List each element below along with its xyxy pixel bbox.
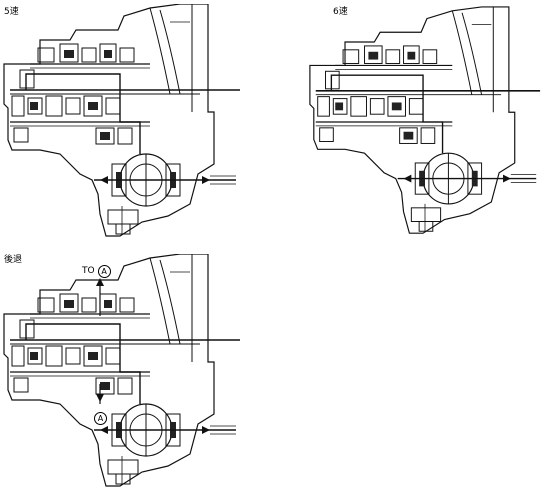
diagram-5th-gear bbox=[0, 4, 244, 240]
panel-label-5th: 5速 bbox=[4, 7, 19, 17]
panel-label-reverse: 後退 bbox=[4, 255, 23, 265]
to-a-annotation: TO A bbox=[82, 265, 111, 278]
diagram-6th-gear bbox=[306, 4, 544, 240]
arrow-down-icon bbox=[96, 394, 104, 402]
circle-a-letter: A bbox=[101, 266, 107, 276]
circle-a-icon: A bbox=[97, 265, 111, 278]
transmission-cross-section-5th bbox=[3, 4, 241, 237]
circle-a-lower-icon: A bbox=[94, 412, 107, 425]
arrow-up-icon bbox=[96, 278, 104, 286]
transmission-cross-section-6th bbox=[309, 6, 541, 234]
to-label: TO bbox=[82, 266, 95, 276]
transmission-cross-section-reverse bbox=[3, 254, 241, 487]
circle-a-lower-letter: A bbox=[97, 414, 104, 423]
diagram-reverse bbox=[0, 254, 244, 490]
panel-label-6th: 6速 bbox=[333, 7, 348, 17]
